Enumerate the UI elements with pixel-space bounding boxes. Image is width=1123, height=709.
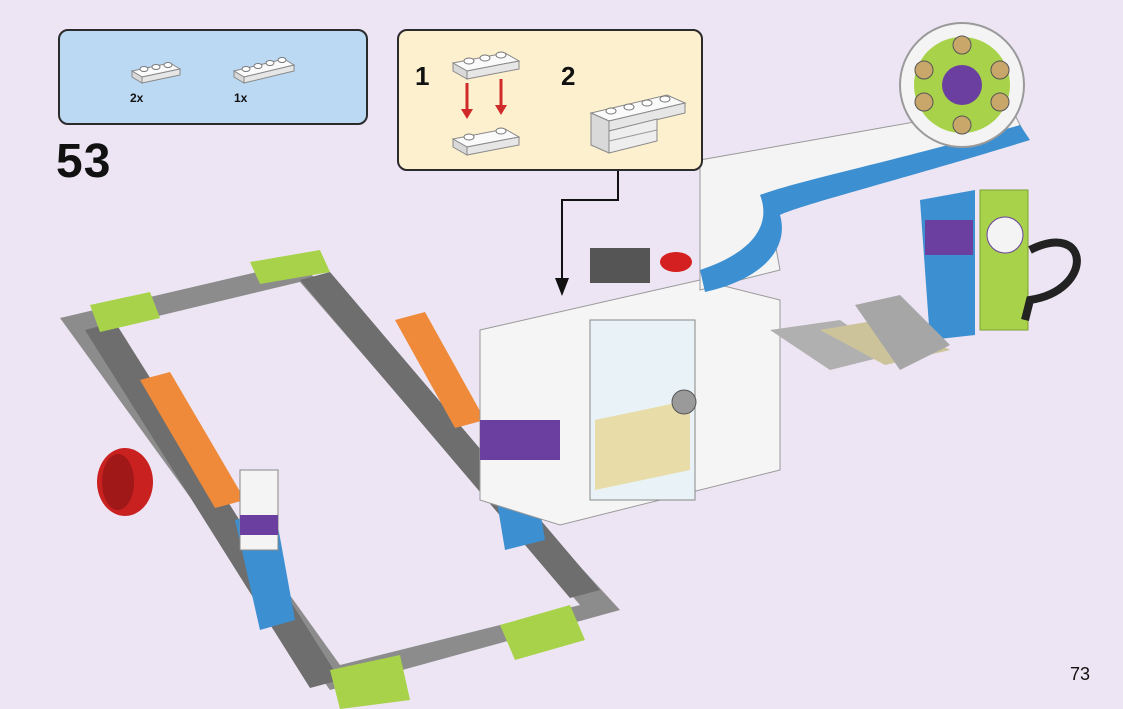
lime-corner-piece (500, 605, 585, 660)
callout-connector (561, 171, 619, 280)
white-plate-1x4-icon (232, 57, 296, 84)
purple-wall-band (480, 420, 560, 460)
right-pillar (920, 190, 975, 340)
substep-label: 1 (415, 61, 430, 91)
purple-block (925, 220, 973, 255)
white-tower (239, 469, 279, 551)
substep-2-assembly-icon (589, 94, 687, 154)
part-quantity: 1x (234, 91, 248, 105)
gold-stud (914, 60, 934, 80)
page-number: 73 (1070, 664, 1091, 684)
callout-arrowhead (555, 278, 569, 296)
gold-stud (952, 115, 972, 135)
track-frame-inner (100, 282, 580, 665)
blue-sign-arm (700, 125, 1030, 292)
step-number: 53 (56, 135, 112, 188)
charger-station (979, 189, 1029, 331)
red-wheel-hub (102, 454, 134, 510)
substep-box: 1 2 (397, 29, 703, 171)
lime-corner-piece (90, 292, 160, 332)
substep-1-assembly-icon (451, 51, 521, 156)
driveway-tile (770, 320, 890, 370)
orange-rail (140, 372, 245, 508)
floor-tiles (595, 400, 690, 490)
white-plate-1x3-icon (130, 62, 182, 84)
part-entry: 2x (130, 57, 182, 105)
charger-cable (1021, 238, 1081, 321)
part-entry: 1x (232, 53, 298, 105)
gold-stud (914, 92, 934, 112)
gold-stud (990, 92, 1010, 112)
purple-stripe (240, 515, 278, 535)
parts-list-box: 2x 1x (58, 29, 368, 125)
lightning-logo-icon (942, 65, 982, 105)
dark-panel (590, 248, 650, 283)
part-quantity: 2x (130, 91, 144, 105)
driveway-tile (855, 295, 950, 370)
lime-corner-piece (330, 655, 410, 709)
substep-label: 2 (561, 61, 576, 91)
gold-stud (990, 60, 1010, 80)
red-button (660, 252, 692, 272)
door-knob (671, 389, 697, 415)
orange-rail (395, 312, 485, 428)
charger-logo-icon (986, 216, 1024, 254)
gold-stud (952, 35, 972, 55)
lime-corner-piece (250, 250, 330, 284)
